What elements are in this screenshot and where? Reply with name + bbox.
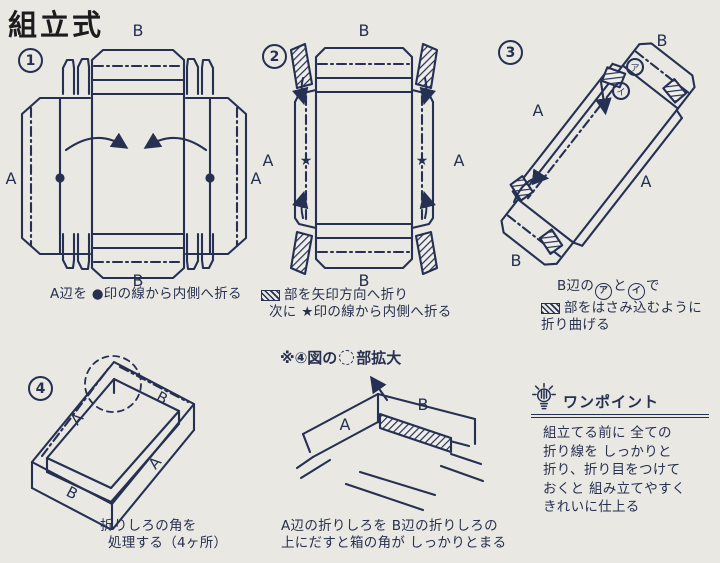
arrow-down-left [292,76,309,106]
onepoint-header: ワンポイント [531,382,709,418]
lightbulb-icon [532,382,556,410]
arrow-down-right [419,76,436,106]
tray-outline [30,355,196,530]
page-title: 組立式 [8,8,105,42]
onepoint-line-4: おくと 組み立てやすく [543,480,686,497]
detail-heading: ※④図の部拡大 [280,347,401,368]
step3-arrows [512,57,645,204]
circled-i-mark-ring [611,81,631,101]
panel-labels: B B A A ア イ [511,31,668,270]
dot-mark-left [55,173,65,183]
detail-caption-line1: A辺の折りしろを B辺の折りしろの [281,518,498,534]
step3-caption-line2: 部をはさみ込むように [564,300,702,316]
box-template-outline [289,42,439,276]
fold-marks [55,173,215,183]
arrow-up-left [292,190,309,220]
panel-labels: B B A A [6,21,262,288]
circled-i-inline-text: イ [631,286,642,296]
label-b-top: B [657,31,668,50]
detail-heading-pre: ※④図の [280,349,338,367]
star-mark-right: ★ [416,153,429,169]
hatched-flap-top-left [289,42,314,90]
onepoint-tip-box: ワンポイント 組立てる前に 全ての 折り線を しっかりと 折り、折り目をつけて … [531,382,709,517]
hatched-tab-4 [538,228,564,255]
step3-caption-part2: と [613,278,627,294]
arrow-tuck-down [595,80,612,116]
label-b-front: B [63,483,81,504]
label-a-right: A [251,169,262,188]
label-a-left: A [263,151,274,170]
step3-caption-part1: B辺の [557,278,595,294]
dashed-circle-icon [339,350,355,365]
onepoint-line-1: 組立てる前に 全ての [543,425,672,441]
step3-diagram-tilted-box: B B A A ア イ [500,31,696,270]
label-b-bottom: B [359,271,370,288]
fold-arrow-left [64,132,129,152]
hatched-flap-bottom-right [414,230,439,276]
step2-number: 2 [262,44,287,69]
hatched-fold-margin [378,412,453,454]
hatched-flap-bottom-left [289,230,314,276]
step3-caption: B辺のアとイで 部をはさみ込むように 折り曲げる [541,278,702,334]
label-b-bottom: B [133,271,144,288]
step4-caption-line1: 折りしろの角を [100,518,197,534]
arrow-up-right [419,190,436,220]
step4-number: 4 [28,376,53,401]
step2-caption-line2: 次に ★印の線から内側へ折る [269,303,452,320]
corner-detail-lines [295,375,485,512]
circled-a-inline-mark: ア [595,283,613,300]
hatched-tab-2 [662,78,688,104]
onepoint-line-3: 折り、折り目をつけて [543,462,681,478]
box-body-rotated [500,42,696,266]
label-b-wall: B [418,395,429,414]
step4-caption: 折りしろの角を 処理する（4ヶ所） [100,518,227,552]
step2-caption: 部を矢印方向へ折り 次に ★印の線から内側へ折る [261,287,452,320]
step3-caption-part3: で [645,278,660,294]
label-a-right: A [454,151,465,170]
step3-number: 3 [498,40,523,65]
label-b-top: B [133,21,144,40]
onepoint-line-5: きれいに仕上る [543,499,640,515]
onepoint-title: ワンポイント [563,393,660,411]
label-b-top: B [359,21,370,40]
step4-caption-line2: 処理する（4ヶ所） [108,535,228,551]
label-b-bottom: B [511,251,522,270]
dot-mark-right [205,173,215,183]
hatched-flap-top-right [414,42,439,90]
circled-a-inline-text: ア [599,286,609,296]
panel-labels: B B A A ★ ★ [263,21,465,288]
fold-arrow-right [143,132,208,152]
step3-caption-line3: 折り曲げる [541,317,610,333]
step1-number: 1 [18,48,43,73]
circled-a-mark: ア [630,64,639,74]
box-die-cut-outline [20,48,248,280]
label-a-wall: A [340,415,351,434]
arrow-fold-up [512,168,550,204]
step1-diagram-flat-template: B B A A [6,21,262,288]
detail-zone-dashed-circle [84,355,142,413]
onepoint-text: 組立てる前に 全ての 折り線を しっかりと 折り、折り目をつけて おくと 組み立… [531,424,709,517]
step2-diagram-sides-folded: B B A A ★ ★ [263,21,465,288]
step4-diagram-finished-tray: A B A B [30,355,196,530]
onepoint-line-2: 折り線を しっかりと [543,443,672,460]
label-a-back: A [67,409,88,429]
circled-i-inline-mark: イ [627,283,645,300]
circled-i-mark: イ [616,88,625,98]
circled-a-mark-ring [625,57,645,77]
detail-labels: A B [340,395,429,434]
leader-arrow-to-heading [369,375,389,402]
hatch-swatch-icon [261,289,280,301]
hatch-swatch-icon [541,303,560,314]
star-mark-left: ★ [300,153,313,169]
detail-caption-line2: 上にだすと箱の角が しっかりとまる [281,535,507,551]
label-a-left: A [533,101,544,120]
label-a-left: A [6,169,17,188]
detail-heading-post: 部拡大 [356,349,402,367]
step2-caption-line1: 部を矢印方向へ折り [284,287,409,303]
step1-caption: A辺を ●印の線から内側へ折る [50,286,242,303]
detail-caption: A辺の折りしろを B辺の折りしろの 上にだすと箱の角が しっかりとまる [281,518,506,552]
step1-caption-text: A辺を ●印の線から内側へ折る [50,286,242,302]
label-a-right: A [641,172,652,191]
detail-diagram-corner-enlarged: A B [295,375,485,512]
